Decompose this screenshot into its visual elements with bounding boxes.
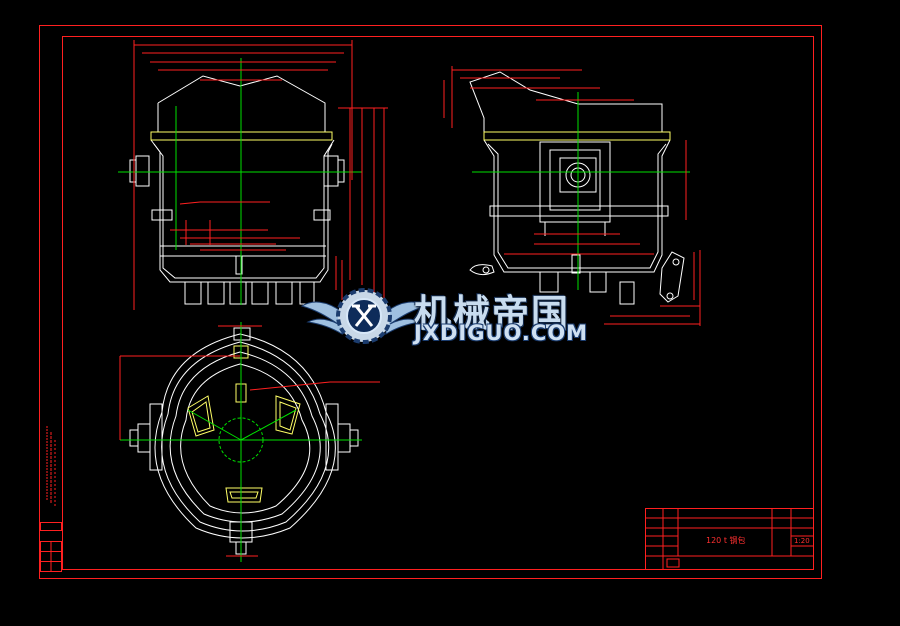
- side-view-body: [469, 71, 685, 305]
- front-view-body: [129, 75, 345, 305]
- title-block: [645, 508, 814, 570]
- title-block-drawing-name: 120 t 钢包: [706, 536, 746, 545]
- inner-border: [62, 36, 814, 570]
- right-wing-icon: [385, 301, 428, 335]
- margin-label-box: [40, 522, 62, 531]
- plan-view-inner-detail: [187, 345, 301, 503]
- front-view-centerlines: [118, 58, 362, 305]
- drawing-frame: [39, 25, 822, 579]
- gear-wings-logo-icon: [300, 288, 428, 344]
- side-view: [443, 66, 701, 326]
- watermark-title: 机械帝国: [414, 292, 570, 335]
- binding-margin-block: [40, 426, 62, 572]
- front-view: [118, 40, 388, 310]
- title-block-scale: 1:20: [794, 537, 810, 545]
- jx-monogram-icon: [352, 304, 376, 327]
- side-view-centerlines: [472, 92, 690, 290]
- left-wing-icon: [300, 301, 343, 335]
- outer-border: [39, 25, 822, 579]
- plan-view-dimensions: [119, 325, 380, 557]
- title-block-company-logo: [666, 558, 680, 568]
- watermark-url: JXDIGUO.COM: [414, 321, 589, 345]
- plan-view-centerlines: [120, 322, 362, 562]
- front-view-dimensions: [133, 40, 388, 310]
- title-block-frame: [645, 508, 814, 570]
- plan-view: [119, 322, 380, 562]
- side-view-rim-highlight: [483, 131, 671, 141]
- plan-view-body: [129, 327, 359, 555]
- side-view-dimensions: [443, 66, 701, 326]
- margin-vertical-notes: [46, 426, 56, 506]
